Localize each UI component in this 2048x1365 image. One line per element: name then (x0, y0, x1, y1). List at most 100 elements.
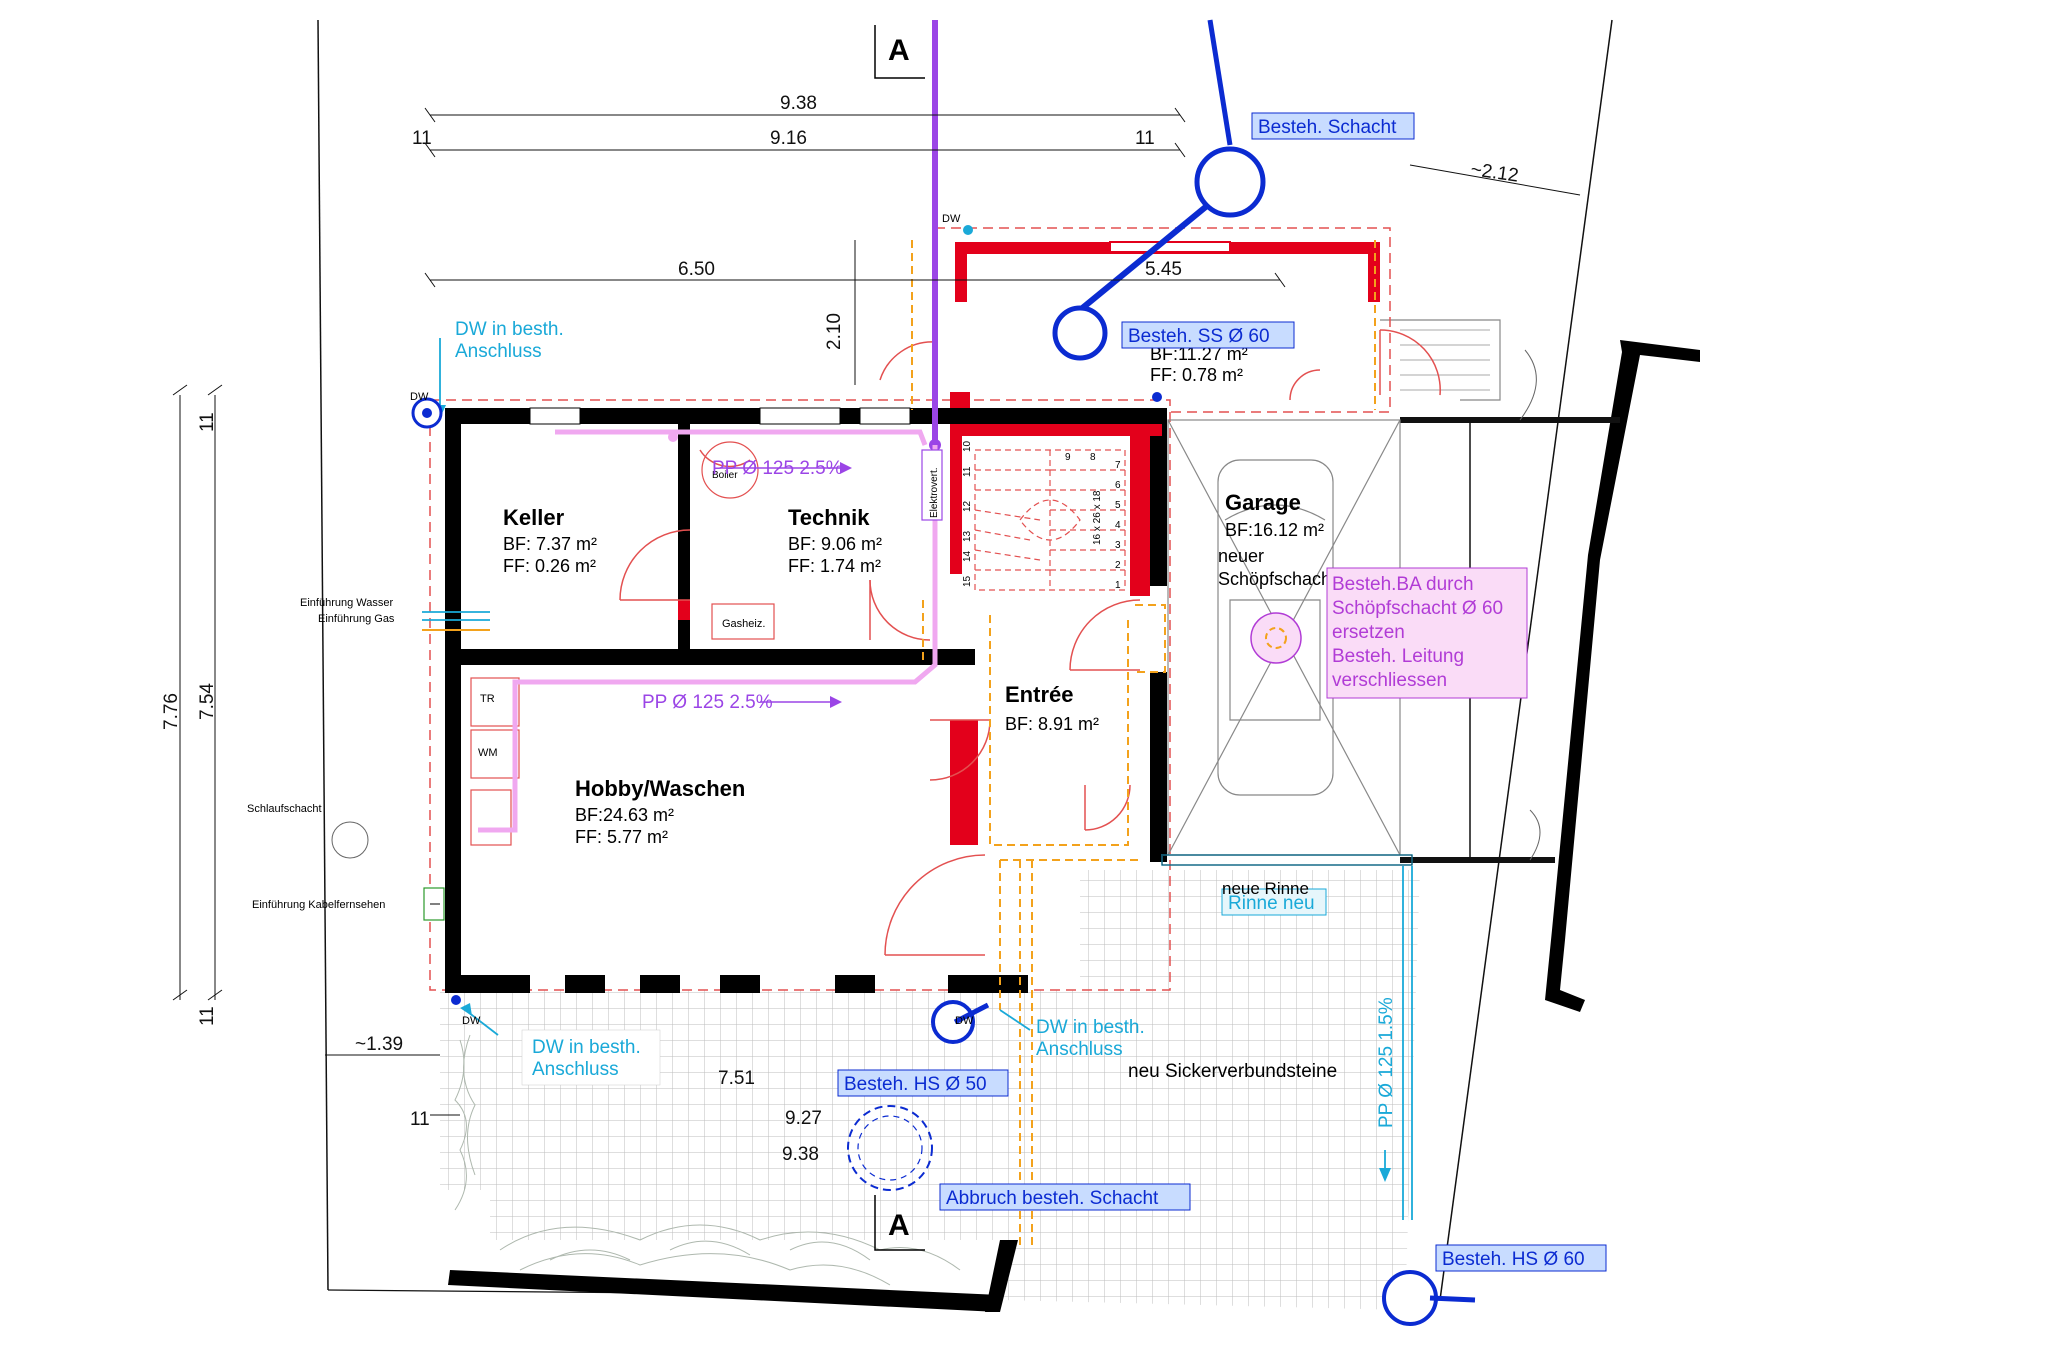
room-hobby-bf: BF:24.63 m² (575, 805, 674, 825)
dw-anschluss-top-line1: DW in besth. (455, 319, 564, 340)
stair-numbers: 10 11 12 13 14 15 1 2 3 4 5 6 7 8 9 16 x… (962, 440, 1121, 591)
svg-text:A: A (888, 34, 910, 67)
neue-rinne-label: neue Rinne (1222, 879, 1309, 898)
gasheiz-label: Gasheiz. (722, 618, 765, 630)
svg-text:A: A (888, 1209, 910, 1242)
garage-door (1161, 854, 1413, 866)
stair-num: 6 (1115, 480, 1121, 491)
doors (619, 329, 1441, 956)
schlaufschacht-symbol (331, 821, 369, 859)
boiler-label: Boiler (712, 470, 738, 481)
stair-num: 15 (962, 575, 973, 587)
room-garage-bf: BF:16.12 m² (1225, 520, 1324, 540)
stair-num: 5 (1115, 500, 1121, 511)
appliances (470, 441, 775, 846)
boundary-wall-bottom (448, 1240, 1018, 1312)
dim-overall-938: 9.38 (780, 93, 817, 114)
dim-left-11: 11 (412, 128, 432, 149)
pp-vertical-label: PP Ø 125 1.5% (1376, 997, 1397, 1128)
dw-label-top: DW (942, 213, 961, 225)
room-upper-ff: FF: 0.78 m² (1150, 365, 1243, 385)
dimension-lines (172, 107, 1581, 1116)
stair-num: 11 (962, 466, 973, 477)
garden-vegetation (454, 1034, 961, 1286)
pp-pipes (478, 20, 943, 833)
room-keller-ff: FF: 0.26 m² (503, 556, 596, 576)
dim-11-bottom: 11 (197, 1006, 218, 1026)
dim-overall-916: 9.16 (770, 128, 807, 149)
dim-right-11: 11 (1135, 128, 1155, 149)
dw-anschluss-bottom-box (521, 1029, 661, 1086)
room-upper-bf: BF:11.27 m² (1150, 344, 1248, 364)
stair-num: 10 (962, 440, 973, 452)
new-walls-red (678, 241, 1380, 845)
stair-num: 1 (1115, 580, 1121, 591)
stair-num: 12 (962, 500, 973, 512)
stair-num: 14 (962, 550, 973, 562)
dw-anschluss-top-line2: Anschluss (455, 341, 542, 362)
dw-points (411, 225, 1162, 1005)
dim-210: 2.10 (824, 313, 845, 350)
besteh-hs60-label: Besteh. HS Ø 60 (1435, 1244, 1607, 1272)
section-marker-top: A (874, 25, 925, 79)
section-marker-bottom: A (874, 1195, 925, 1251)
room-technik-ff: FF: 1.74 m² (788, 556, 881, 576)
dim-776: 7.76 (161, 693, 182, 730)
dim-11-top: 11 (197, 412, 218, 432)
room-technik-name: Technik (788, 505, 870, 530)
room-garage-name: Garage (1225, 490, 1301, 515)
sewer-lines (847, 19, 1476, 1326)
stair-num: 2 (1115, 560, 1121, 571)
stair-num: 9 (1065, 452, 1071, 463)
stair (974, 449, 1126, 591)
elektroverteilung-label: Elektrovert. (929, 467, 940, 518)
dw-anschluss-bottom-line2: Anschluss (532, 1059, 619, 1080)
room-hobby-name: Hobby/Waschen (575, 776, 745, 801)
besteh-ss-label: Besteh. SS Ø 60 (1121, 321, 1295, 349)
dim-938-lower: 9.38 (782, 1144, 819, 1165)
rinne-neu-label: Rinne neu (1221, 888, 1327, 916)
dim-754: 7.54 (197, 683, 218, 720)
tr-label: TR (480, 693, 495, 705)
room-entree-name: Entrée (1005, 682, 1073, 707)
svg-text:Besteh. HS Ø 50: Besteh. HS Ø 50 (844, 1074, 987, 1095)
building-walls (445, 408, 1167, 993)
room-garage-note1: neuer (1218, 546, 1264, 566)
dw-anschluss-bottom-line1: DW in besth. (532, 1037, 641, 1058)
einfuehrung-wasser-label: Einführung Wasser (300, 597, 393, 609)
pp-mid-label: PP Ø 125 2.5% (642, 692, 773, 713)
svg-text:Abbruch besteh. Schacht: Abbruch besteh. Schacht (946, 1188, 1159, 1209)
svg-text:verschliessen: verschliessen (1332, 670, 1447, 691)
stair-calc: 16 x 26 x 18 (1092, 490, 1103, 545)
svg-text:Rinne neu: Rinne neu (1228, 893, 1315, 914)
stair-num: 13 (962, 530, 973, 542)
dw-anschluss-right-line1: DW in besth. (1036, 1017, 1145, 1038)
dim-212: ~2.12 (1469, 159, 1520, 186)
sicker-label: neu Sickerverbundsteine (1128, 1061, 1337, 1082)
svg-text:ersetzen: ersetzen (1332, 622, 1405, 643)
dim-927: 9.27 (785, 1108, 822, 1129)
einfuehrung-gas-label: Einführung Gas (318, 613, 395, 625)
wm-label: WM (478, 747, 498, 759)
stair-num: 8 (1090, 452, 1096, 463)
cable-entry (423, 887, 445, 921)
pp-top-label: PP Ø 125 2.5% (712, 458, 843, 479)
dim-139: ~1.39 (355, 1034, 403, 1055)
abbruch-label: Abbruch besteh. Schacht (939, 1183, 1191, 1211)
room-hobby-ff: FF: 5.77 m² (575, 827, 668, 847)
dw-label-bottom: DW (462, 1015, 481, 1027)
dim-545: 5.45 (1145, 259, 1182, 280)
schoepfschacht (1250, 612, 1302, 664)
dw-label-left: DW (410, 391, 429, 403)
svg-text:Besteh.BA durch: Besteh.BA durch (1332, 574, 1474, 595)
room-technik-bf: BF: 9.06 m² (788, 534, 882, 554)
dim-751: 7.51 (718, 1068, 755, 1089)
dw-anschluss-right-line2: Anschluss (1036, 1039, 1123, 1060)
room-keller-bf: BF: 7.37 m² (503, 534, 597, 554)
svg-text:Besteh. Leitung: Besteh. Leitung (1332, 646, 1464, 667)
einfuehrung-kabel-label: Einführung Kabelfernsehen (252, 899, 385, 911)
svg-text:Schöpfschacht Ø 60: Schöpfschacht Ø 60 (1332, 598, 1503, 619)
svg-text:Besteh. HS Ø 60: Besteh. HS Ø 60 (1442, 1249, 1585, 1270)
schlaufschacht-label: Schlaufschacht (247, 803, 322, 815)
